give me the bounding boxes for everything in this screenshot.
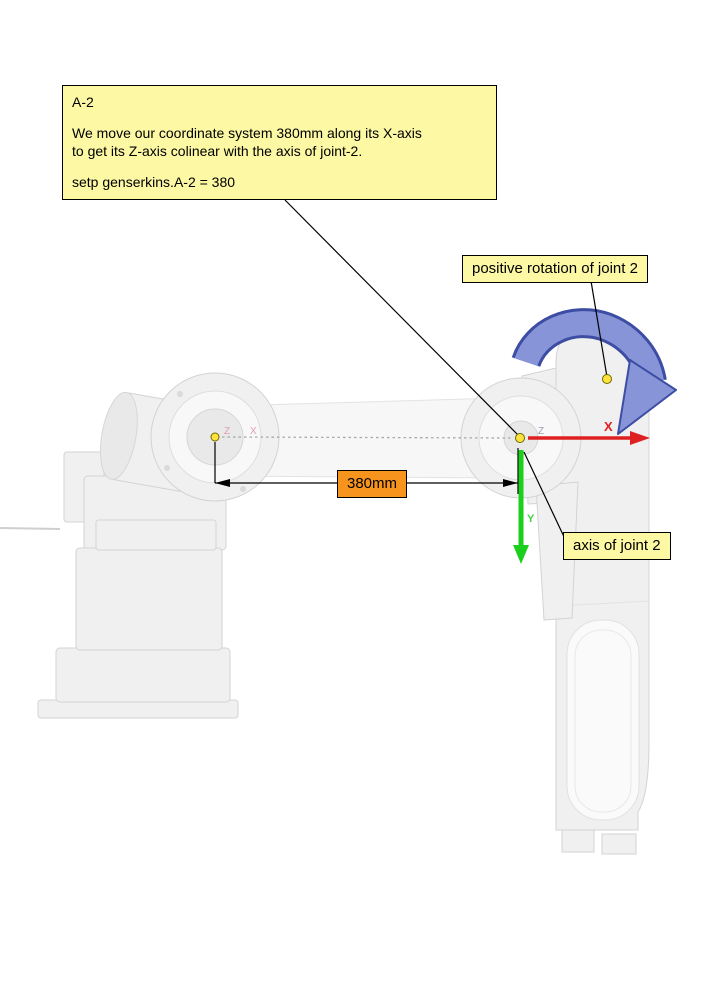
callout-command: setp genserkins.A-2 = 380: [72, 173, 236, 190]
axis-leader-line: [523, 451, 567, 542]
joint-2-bracket: [535, 481, 579, 621]
joint-axis-dotted-line: [221, 436, 513, 439]
label-positive-rotation: positive rotation of joint 2: [462, 255, 648, 283]
background-edge-line: [0, 527, 61, 530]
callout-box-a2: A-2 We move our coordinate system 380mm …: [62, 85, 497, 200]
robot-base: [37, 451, 239, 719]
callout-body-line-2: to get its Z-axis colinear with the axis…: [72, 143, 363, 160]
label-dimension-380mm: 380mm: [337, 470, 408, 498]
joint-2-rotation-arrow: [511, 308, 677, 435]
y-axis-arrow: Y: [513, 450, 535, 564]
y-axis-label: Y: [527, 513, 535, 525]
x-axis-label: X: [604, 419, 613, 434]
joint-1-x-glyph: X: [250, 426, 257, 437]
joint-1-z-glyph: Z: [224, 426, 230, 437]
robot-render: [37, 324, 650, 855]
callout-body: We move our coordinate system 380mm alon…: [72, 124, 487, 160]
rotation-arrow-marker: [602, 374, 612, 384]
joint-2-z-glyph: Z: [538, 426, 544, 437]
callout-title: A-2: [72, 94, 94, 110]
joint-2-center-marker: [515, 433, 525, 443]
callout-body-line-1: We move our coordinate system 380mm alon…: [72, 125, 422, 142]
x-axis-arrow: X: [528, 419, 650, 445]
label-axis-of-joint-2: axis of joint 2: [563, 532, 671, 560]
rotation-leader-line: [590, 280, 608, 378]
joint-1-center-marker: [210, 432, 220, 442]
callout-leader-line: [284, 199, 520, 437]
